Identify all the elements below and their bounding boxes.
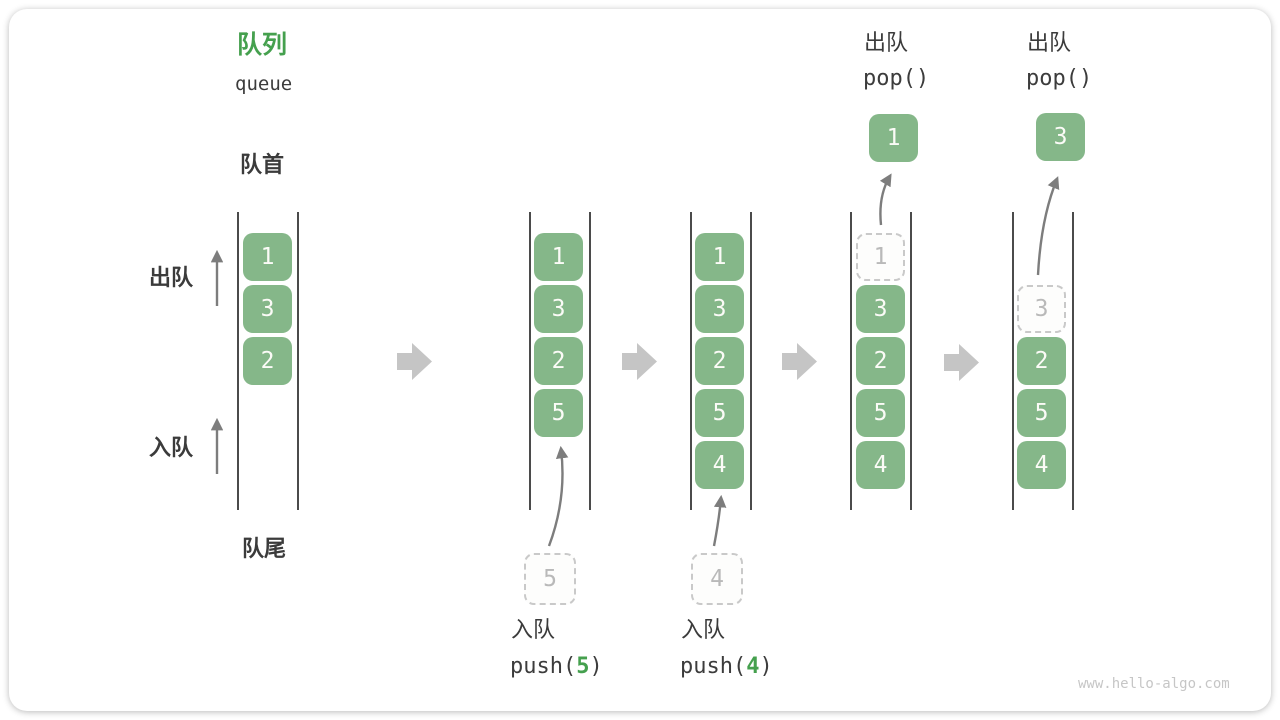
queue-item: 3 xyxy=(695,285,744,333)
queue-item: 5 xyxy=(534,389,583,437)
transition-arrow-icon xyxy=(397,343,432,380)
push-code-pre: push( xyxy=(680,654,747,679)
queue-item: 5 xyxy=(695,389,744,437)
queue-rail-right xyxy=(1072,212,1074,510)
incoming-item: 5 xyxy=(524,553,576,605)
queue-rail-left xyxy=(850,212,852,510)
push-label-zh: 入队 xyxy=(511,618,556,643)
queue-item: 2 xyxy=(695,337,744,385)
queue-item: 4 xyxy=(856,441,905,489)
transition-arrow-icon xyxy=(944,344,979,381)
push-code-arg: 5 xyxy=(576,654,590,679)
queue-rail-left xyxy=(690,212,692,510)
push-code-arg: 4 xyxy=(746,654,760,679)
queue-rail-right xyxy=(589,212,591,510)
queue-item-dashed: 1 xyxy=(856,233,905,281)
queue-item: 3 xyxy=(243,285,292,333)
queue-rail-left xyxy=(529,212,531,510)
queue-item: 1 xyxy=(534,233,583,281)
queue-item: 4 xyxy=(1017,441,1066,489)
queue-rail-right xyxy=(910,212,912,510)
label-enqueue-side: 入队 xyxy=(149,436,194,461)
queue-item-dashed: 3 xyxy=(1017,285,1066,333)
queue-rail-left xyxy=(1012,212,1014,510)
push-code-post: ) xyxy=(589,654,603,679)
queue-item: 2 xyxy=(856,337,905,385)
transition-arrow-icon xyxy=(782,343,817,380)
push-label-zh: 入队 xyxy=(681,618,726,643)
label-queue-rear: 队尾 xyxy=(242,537,287,562)
queue-item: 3 xyxy=(856,285,905,333)
queue-item: 4 xyxy=(695,441,744,489)
label-dequeue-side: 出队 xyxy=(149,266,194,291)
watermark: www.hello-algo.com xyxy=(1078,676,1230,692)
queue-item: 3 xyxy=(534,285,583,333)
push-code-post: ) xyxy=(759,654,773,679)
pop-label-code: pop() xyxy=(863,66,930,91)
pop-label-zh: 出队 xyxy=(1027,31,1072,56)
queue-rail-right xyxy=(297,212,299,510)
push-label-code: push(4) xyxy=(680,654,773,680)
popped-item: 3 xyxy=(1036,113,1085,161)
queue-item: 2 xyxy=(243,337,292,385)
pop-label-code: pop() xyxy=(1026,66,1093,91)
page-title: 队列 xyxy=(237,30,288,59)
queue-rail-left xyxy=(237,212,239,510)
label-queue-front: 队首 xyxy=(240,153,285,178)
popped-item: 1 xyxy=(869,114,918,162)
incoming-item: 4 xyxy=(691,553,743,605)
queue-item: 5 xyxy=(1017,389,1066,437)
pop-label-zh: 出队 xyxy=(864,31,909,56)
queue-item: 2 xyxy=(1017,337,1066,385)
push-label-code: push(5) xyxy=(510,654,603,680)
queue-item: 2 xyxy=(534,337,583,385)
queue-item: 5 xyxy=(856,389,905,437)
transition-arrow-icon xyxy=(622,343,657,380)
page-subtitle: queue xyxy=(235,73,293,95)
push-code-pre: push( xyxy=(510,654,577,679)
queue-item: 1 xyxy=(243,233,292,281)
queue-item: 1 xyxy=(695,233,744,281)
queue-rail-right xyxy=(750,212,752,510)
